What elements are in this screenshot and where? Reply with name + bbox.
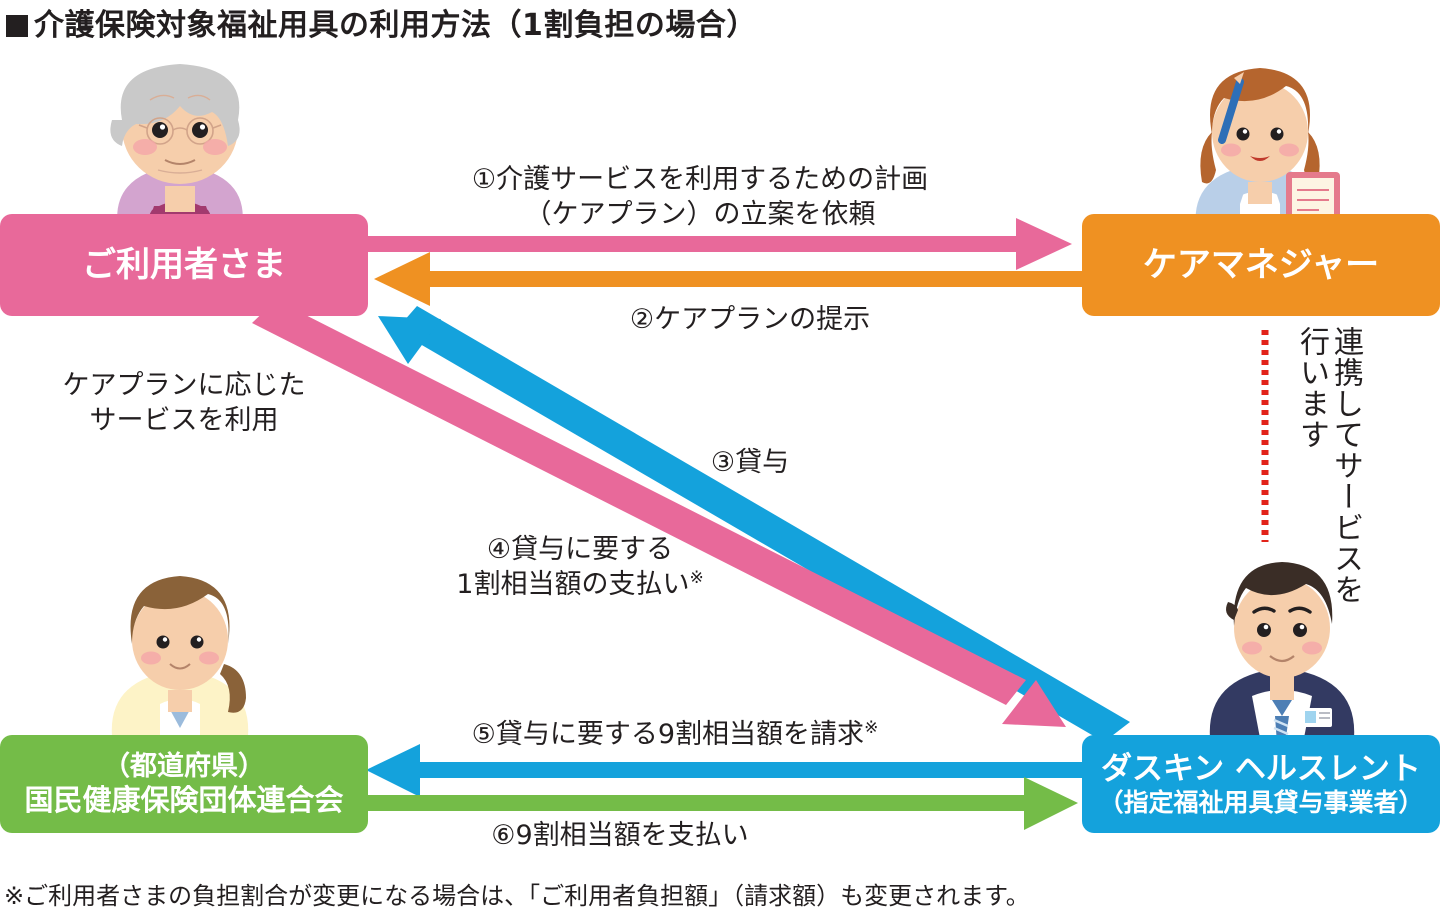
flow-label-step4: ④貸与に要する 1割相当額の支払い※ <box>380 532 780 602</box>
arrow-step2 <box>374 252 1092 306</box>
footnote-mark-step5: ※ <box>864 718 879 738</box>
coordination-text-col-left: 行います <box>1294 326 1329 450</box>
care-manager-woman-illustration <box>1195 68 1340 228</box>
flow-label-step2: ②ケアプランの提示 <box>629 304 871 335</box>
node-duskin-label-line1: ダスキン ヘルスレント <box>1101 750 1421 787</box>
node-kokuho-label-line2: 国民健康保険団体連合会 <box>24 782 344 817</box>
arrow-step4 <box>252 300 1066 727</box>
flow-label-step5: ⑤貸与に要する9割相当額を請求※ <box>415 717 935 752</box>
bullet-square-icon <box>6 15 28 37</box>
coordination-text-col-right: 連携してサービスを <box>1328 326 1363 605</box>
node-care-manager-label: ケアマネジャー <box>1142 244 1380 285</box>
node-kokuho-label-line1: （都道府県） <box>102 750 265 782</box>
node-user-label: ご利用者さま <box>82 244 286 285</box>
flow-label-step3: ③貸与 <box>710 447 790 478</box>
flow-label-step4-text: ④貸与に要する 1割相当額の支払い <box>456 534 690 601</box>
page-title-text: 介護保険対象福祉用具の利用方法（1割負担の場合） <box>34 8 757 43</box>
node-kokuho: （都道府県） 国民健康保険団体連合会 <box>0 735 368 833</box>
node-user: ご利用者さま <box>0 214 368 316</box>
flow-label-step1: ①介護サービスを利用するための計画 （ケアプラン）の立案を依頼 <box>471 164 929 231</box>
side-note-left: ケアプランに応じた サービスを利用 <box>62 370 306 437</box>
node-care-manager: ケアマネジャー <box>1082 214 1440 316</box>
clerk-woman-illustration <box>111 576 249 736</box>
coordination-vertical-text: 連携してサービスを 行います <box>1294 326 1363 626</box>
footnote: ※ご利用者さまの負担割合が変更になる場合は、「ご利用者負担額」（請求額）も変更さ… <box>4 882 1030 910</box>
arrow-step3 <box>378 306 1130 742</box>
flow-label-step6: ⑥9割相当額を支払い <box>491 820 749 851</box>
node-duskin-label-line2: （指定福祉用具貸与事業者） <box>1098 787 1424 817</box>
pen-icon <box>1218 72 1244 144</box>
footnote-mark-step4: ※ <box>689 568 704 589</box>
flow-label-step5-text: ⑤貸与に要する9割相当額を請求 <box>471 719 865 750</box>
node-duskin: ダスキン ヘルスレント （指定福祉用具貸与事業者） <box>1082 735 1440 833</box>
page-title: 介護保険対象福祉用具の利用方法（1割負担の場合） <box>6 6 1006 45</box>
